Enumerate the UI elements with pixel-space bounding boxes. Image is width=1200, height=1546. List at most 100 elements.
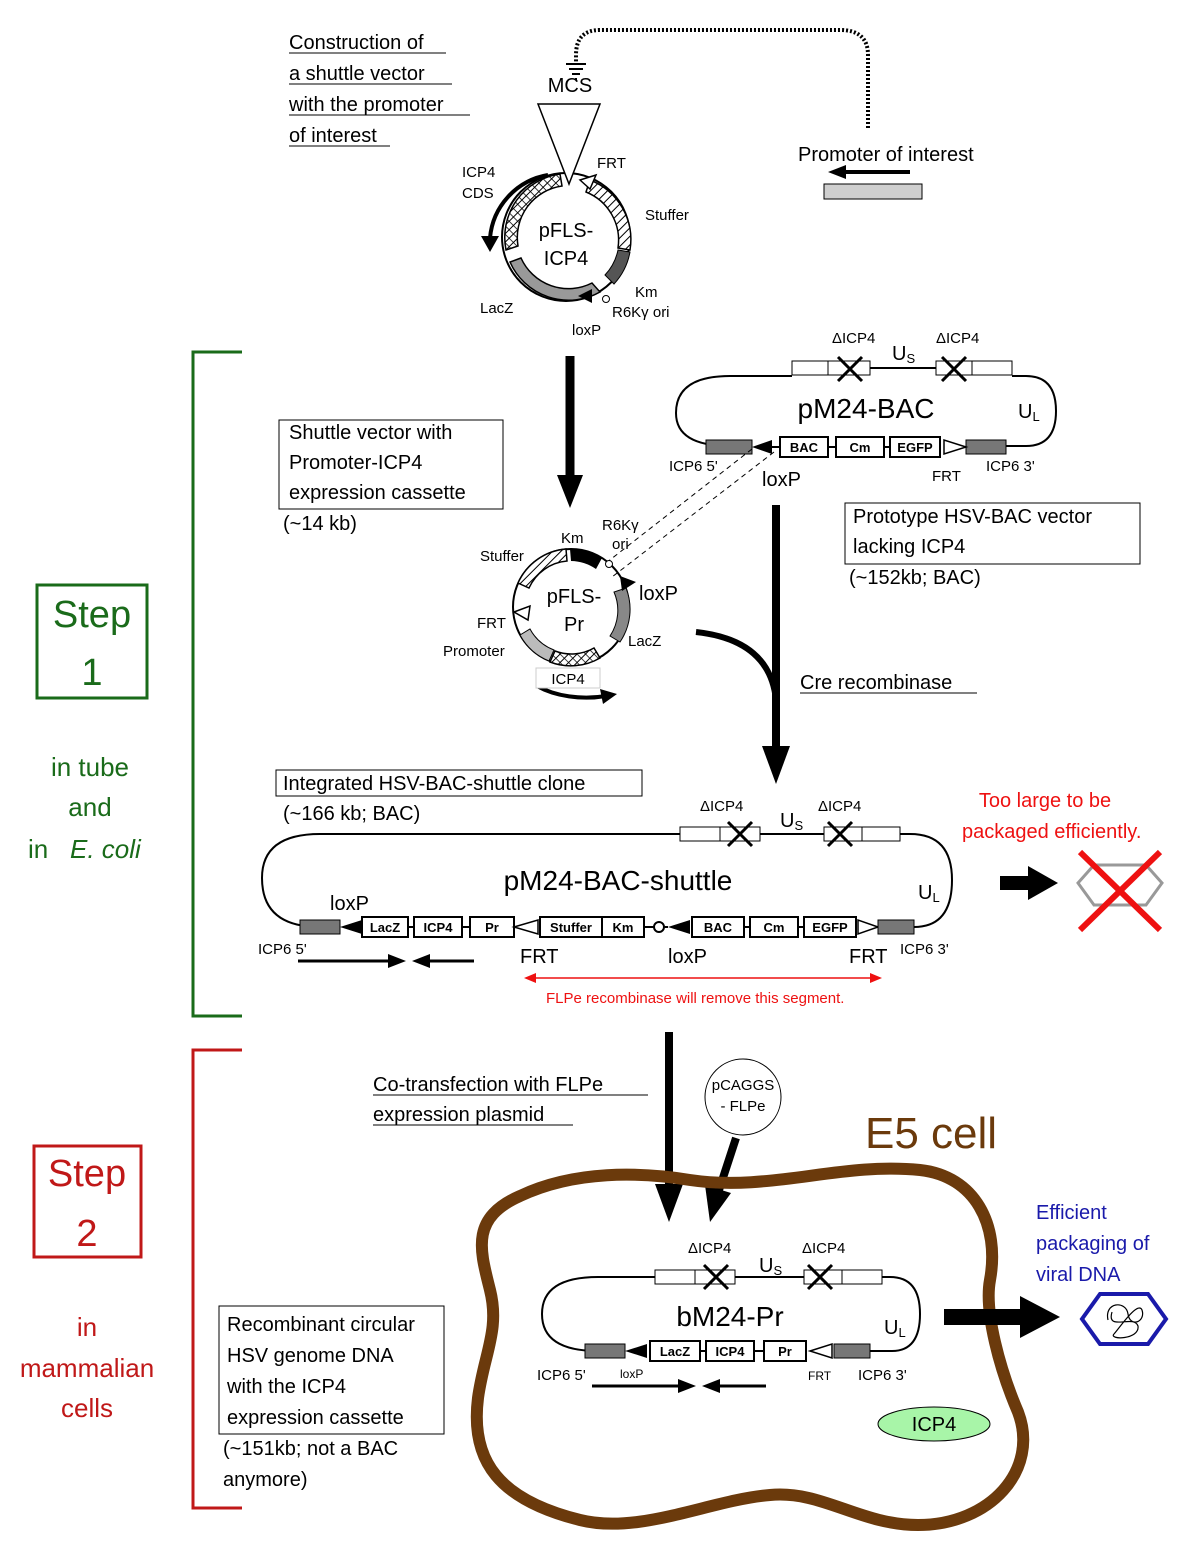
step1-sub: in [28,834,48,864]
recombinant-box-line: Recombinant circular [227,1314,415,1336]
step2-sub: cells [61,1393,113,1423]
recombinant-size-line: anymore) [223,1469,307,1491]
bac-gene-label: BAC [704,920,733,935]
us-label: US [759,1255,782,1278]
ul-label: UL [1018,401,1040,424]
lacz-label: LacZ [628,633,661,650]
step2-sub: mammalian [20,1353,154,1383]
step1-label: Step [53,594,131,636]
loxp-label: loxP [620,1367,643,1381]
fat-right-arrow-1 [1000,866,1058,900]
lacz-gene-label: LacZ [660,1344,690,1359]
cm-gene-label: Cm [764,920,785,935]
icp6-3-label: ICP6 3' [900,941,949,958]
icp4-label: ICP4 [551,671,584,688]
delta-icp4-label: ΔICP4 [802,1240,845,1257]
dotted-arrowhead [566,63,586,80]
loxp-label: loxP [572,322,601,339]
recombinant-box-line: HSV genome DNA [227,1345,394,1367]
frt-label: FRT [808,1369,832,1383]
prototype-size: (~152kb; BAC) [849,567,981,589]
us-label: US [780,810,803,833]
lacz-gene-label: LacZ [370,920,400,935]
icp6-5-label: ICP6 5' [669,458,718,475]
cm-gene-label: Cm [850,440,871,455]
efficient-line: Efficient [1036,1202,1107,1224]
r6k-label: R6Kγ [602,517,639,534]
recombinant-box [218,1305,445,1435]
shuttle-box-line: expression cassette [289,482,466,504]
pcaggs-plasmid [704,1058,782,1136]
r6k-ori-label: R6Kγ ori [612,304,670,321]
stuffer-label: Stuffer [480,548,524,565]
step2-sub: in [77,1312,97,1342]
icp4-cds-label: CDS [462,185,494,202]
icp6-3-label: ICP6 3' [858,1367,907,1384]
bm24-pr-name: bM24-Pr [676,1301,783,1332]
pr-gene-label: Pr [485,920,499,935]
km-label: Km [635,284,658,301]
failed-packaging-icon [1076,849,1164,933]
pfls-pr-plasmid [512,548,636,704]
caption-line: of interest [289,125,377,147]
frt-label: FRT [477,615,506,632]
egfp-gene-label: EGFP [812,920,848,935]
mcs-label: MCS [548,75,592,97]
recombinant-box-line: expression cassette [227,1407,404,1429]
step1-ecoli: E. coli [70,834,142,864]
pm24-bac-genome [674,355,1058,458]
frt-right-label: FRT [849,946,888,968]
integrated-box-label: Integrated HSV-BAC-shuttle clone [283,773,585,795]
step2-box [32,1144,143,1259]
shuttle-genome-name: pM24-BAC-shuttle [504,865,733,896]
step2-label: Step [48,1153,126,1195]
icp4-gene-label: ICP4 [716,1344,746,1359]
pm24-bac-shuttle-genome [260,820,954,968]
cotransfection-line: expression plasmid [373,1104,544,1126]
pm24-bac-name: pM24-BAC [798,393,935,424]
pcaggs-label: - FLPe [720,1098,765,1115]
dotted-insert-arrow [574,28,870,128]
flpe-note: FLPe recombinase will remove this segmen… [546,990,844,1007]
promoter-fragment [823,183,923,200]
dashed-recombination-line [611,451,775,578]
lacz-label: LacZ [480,300,513,317]
icp6-5-label: ICP6 5' [537,1367,586,1384]
km-label: Km [561,530,584,547]
shuttle-size: (~14 kb) [283,513,357,535]
recombinant-size-line: (~151kb; not a BAC [223,1438,398,1460]
promoter-of-interest-label: Promoter of interest [798,144,974,166]
delta-icp4-label: ΔICP4 [688,1240,731,1257]
loxp-label: loxP [762,469,801,491]
pfls-icp4-plasmid [481,103,632,303]
caption-line: with the promoter [288,94,444,116]
merge-curve [695,629,779,701]
icp4-protein [877,1406,991,1442]
step1-number: 1 [81,652,102,694]
too-large-line: Too large to be [979,790,1111,812]
stuffer-gene-label: Stuffer [550,920,592,935]
e5-cell-outline [470,1162,1030,1532]
step1-sub: in tube [51,752,129,782]
caption-line: a shuttle vector [289,63,425,85]
loxp-left-label: loxP [330,893,369,915]
icp4-gene-label: ICP4 [424,920,454,935]
icp6-3-label: ICP6 3' [986,458,1035,475]
ul-label: UL [884,1317,906,1340]
us-label: US [892,343,915,366]
pr-gene-label: Pr [778,1344,792,1359]
prototype-box-line: Prototype HSV-BAC vector [853,506,1092,528]
shuttle-box-line: Promoter-ICP4 [289,452,422,474]
efficient-line: packaging of [1036,1233,1150,1255]
icp4-label-box [535,667,601,689]
prototype-box-line: lacking ICP4 [853,536,965,558]
bm24-pr-genome [540,1263,922,1393]
recombinant-box-line: with the ICP4 [226,1376,346,1398]
step1-sub: and [68,792,111,822]
plasmid-name: Pr [564,614,584,636]
loxp-mid-label: loxP [668,946,707,968]
dashed-recombination-line [605,448,753,564]
pcaggs-label: pCAGGS [712,1077,775,1094]
delta-icp4-label: ΔICP4 [832,330,875,347]
integrated-size: (~166 kb; BAC) [283,803,420,825]
